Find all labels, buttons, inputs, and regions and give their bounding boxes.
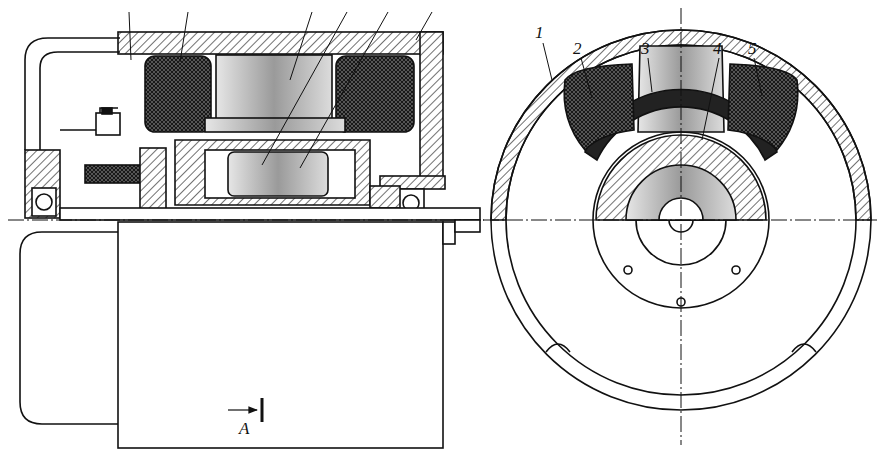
side-view-part	[118, 32, 443, 54]
end-view-part	[564, 64, 634, 150]
side-view-part	[370, 186, 400, 208]
side-view-part	[205, 150, 355, 198]
end-view-part	[483, 220, 877, 221]
side-view-part	[455, 220, 480, 232]
section-letter: A	[239, 420, 249, 437]
side-view-part	[25, 150, 60, 218]
callout-number: 2	[573, 40, 582, 57]
callout-number: 1	[535, 24, 544, 41]
side-view-part	[60, 208, 480, 220]
side-view-part	[216, 55, 332, 119]
side-view-part	[25, 38, 120, 150]
side-view-part	[118, 222, 443, 448]
side-view-part	[228, 152, 328, 196]
side-view-part	[129, 12, 432, 168]
side-view-part	[32, 188, 56, 216]
end-view-part	[624, 266, 632, 274]
side-view-part	[145, 56, 211, 132]
side-view-part	[96, 113, 120, 135]
side-view-part	[336, 56, 414, 132]
side-view-part	[20, 232, 118, 424]
end-view	[483, 8, 877, 445]
side-view-part	[8, 220, 484, 221]
side-view	[8, 12, 484, 448]
callout-number: 4	[713, 40, 722, 57]
side-view-part	[36, 194, 52, 210]
end-view-part	[543, 43, 762, 140]
side-view-part	[102, 108, 112, 114]
callout-number: 5	[748, 40, 757, 57]
side-view-part	[40, 52, 120, 150]
side-view-part	[175, 140, 370, 205]
side-view-part	[140, 148, 166, 210]
callout-number: 3	[641, 40, 650, 57]
side-view-part	[420, 32, 443, 182]
side-view-part	[228, 409, 257, 410]
end-view-part	[732, 266, 740, 274]
end-view-part	[681, 8, 682, 445]
side-view-part	[443, 222, 455, 244]
side-view-part	[261, 398, 264, 422]
end-view-part	[728, 64, 798, 150]
